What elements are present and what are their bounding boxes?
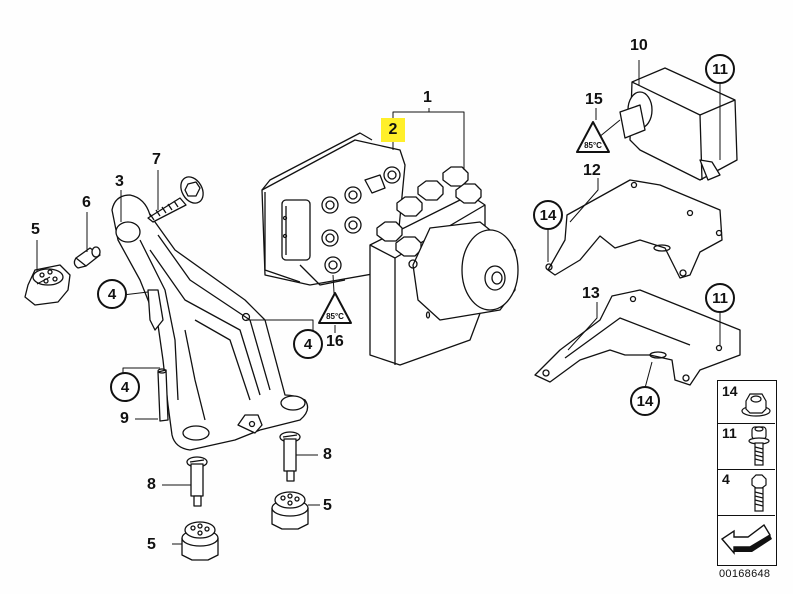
legend-row: 11 bbox=[718, 423, 775, 470]
pin-8-right bbox=[279, 431, 301, 482]
callout-5: 5 bbox=[147, 536, 156, 553]
callout-15: 15 bbox=[585, 91, 603, 108]
callout-1: 1 bbox=[423, 89, 432, 106]
bracket-13 bbox=[534, 289, 741, 386]
bolt-7 bbox=[147, 176, 204, 223]
callout-12: 12 bbox=[583, 162, 601, 179]
pin-9 bbox=[157, 368, 169, 422]
callout-3: 3 bbox=[115, 173, 124, 190]
rubber-mount-bottom-right bbox=[271, 491, 309, 530]
control-unit-10 bbox=[619, 67, 738, 181]
rubber-mount-left bbox=[24, 264, 71, 306]
legend-number: 14 bbox=[722, 383, 738, 399]
callout-10: 10 bbox=[630, 37, 648, 54]
abs-control-module bbox=[261, 132, 406, 286]
legend-number: 11 bbox=[722, 425, 737, 441]
bracket bbox=[111, 194, 309, 451]
callout-11: 11 bbox=[705, 54, 735, 84]
callout-6: 6 bbox=[82, 194, 91, 211]
callout-8: 8 bbox=[323, 446, 332, 463]
callout-11: 11 bbox=[705, 283, 735, 313]
sleeve-6 bbox=[73, 246, 101, 269]
callout-14: 14 bbox=[533, 200, 563, 230]
legend-row bbox=[718, 515, 775, 565]
hex-screw-icon bbox=[751, 474, 767, 512]
callout-8: 8 bbox=[147, 476, 156, 493]
callout-14: 14 bbox=[630, 386, 660, 416]
callout-4: 4 bbox=[97, 279, 127, 309]
callout-16: 16 bbox=[326, 333, 344, 350]
warning-triangle-16: 85°C bbox=[318, 292, 352, 324]
callout-5: 5 bbox=[323, 497, 332, 514]
direction-arrow-icon bbox=[720, 523, 772, 555]
hydraulic-unit bbox=[369, 166, 519, 366]
legend-row: 4 bbox=[718, 469, 775, 516]
callout-2-highlighted[interactable]: 2 bbox=[381, 118, 405, 142]
callout-7: 7 bbox=[152, 151, 161, 168]
hex-bolt-icon bbox=[748, 426, 770, 466]
pin-8-left bbox=[186, 456, 208, 507]
callout-5: 5 bbox=[31, 221, 40, 238]
bracket-12 bbox=[545, 179, 723, 279]
leader-lines bbox=[36, 60, 721, 545]
legend-number: 4 bbox=[722, 471, 730, 487]
callout-9: 9 bbox=[120, 410, 129, 427]
flange-nut-icon bbox=[741, 393, 771, 417]
svg-text:85°C: 85°C bbox=[584, 141, 602, 150]
rubber-mount-bottom-left bbox=[181, 521, 219, 561]
svg-text:85°C: 85°C bbox=[326, 312, 344, 321]
fastener-legend: 14 11 4 bbox=[717, 380, 777, 566]
callout-13: 13 bbox=[582, 285, 600, 302]
warning-triangle-15: 85°C bbox=[576, 121, 610, 153]
document-number: 00168648 bbox=[719, 568, 771, 580]
callout-4: 4 bbox=[293, 329, 323, 359]
legend-row: 14 bbox=[718, 381, 775, 424]
callout-4: 4 bbox=[110, 372, 140, 402]
